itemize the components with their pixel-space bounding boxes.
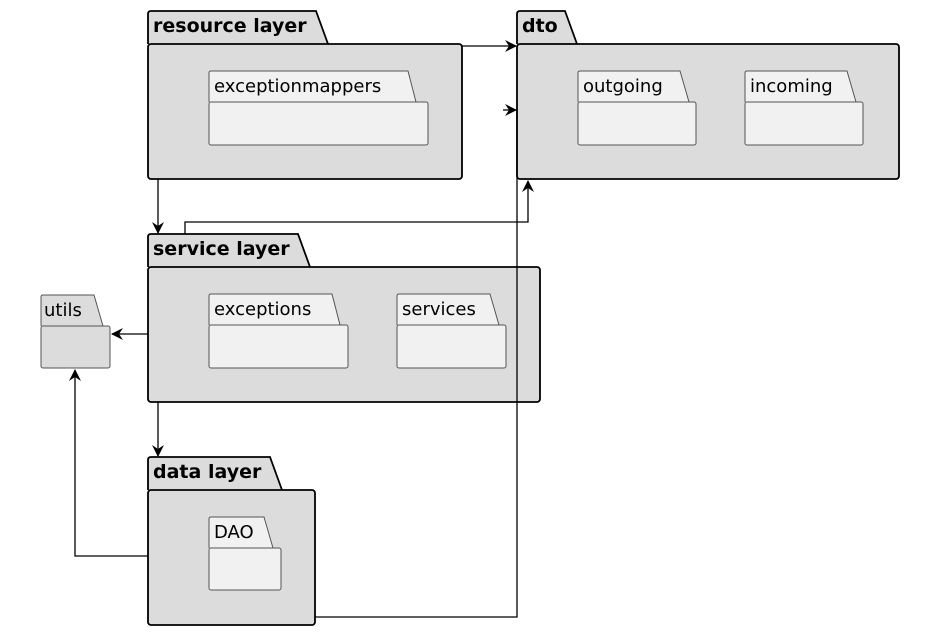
package-service-layer-label: service layer <box>153 238 290 260</box>
subpackage-exceptions-label: exceptions <box>214 299 311 320</box>
subpackage-dao-label: DAO <box>214 522 254 543</box>
subpackage-outgoing[interactable]: outgoing <box>577 70 697 146</box>
subpackage-exceptions[interactable]: exceptions <box>208 293 349 369</box>
package-utils[interactable]: utils <box>40 294 111 369</box>
package-data-layer-tab <box>147 456 283 491</box>
edge-data-layer-to-dto <box>315 110 518 618</box>
subpackage-incoming[interactable]: incoming <box>744 70 864 146</box>
package-dto[interactable]: dto outgoing incoming <box>516 10 900 180</box>
package-utils-label: utils <box>44 300 82 321</box>
package-service-layer[interactable]: service layer exceptions services <box>147 233 541 403</box>
package-utils-body <box>40 325 111 369</box>
subpackage-exceptionmappers[interactable]: exceptionmappers <box>208 70 429 146</box>
package-dto-label: dto <box>522 15 558 37</box>
subpackage-exceptionmappers-label: exceptionmappers <box>214 76 381 97</box>
package-data-layer[interactable]: data layer DAO <box>147 456 316 626</box>
edge-service-layer-to-dto <box>184 180 534 234</box>
subpackage-services[interactable]: services <box>396 293 507 369</box>
package-resource-layer-tab <box>147 10 329 45</box>
package-data-layer-label: data layer <box>153 461 262 483</box>
package-resource-layer[interactable]: resource layer exceptionmappers <box>147 10 463 180</box>
subpackage-incoming-label: incoming <box>750 76 833 97</box>
subpackage-services-label: services <box>402 299 476 320</box>
edge-data-layer-to-utils <box>69 369 148 557</box>
package-service-layer-tab <box>147 233 311 268</box>
package-dto-tab <box>516 10 578 45</box>
package-utils-tab <box>40 294 104 327</box>
edges <box>69 40 534 618</box>
subpackage-dao[interactable]: DAO <box>208 516 282 591</box>
package-resource-layer-label: resource layer <box>153 15 307 37</box>
subpackage-outgoing-label: outgoing <box>583 76 663 97</box>
